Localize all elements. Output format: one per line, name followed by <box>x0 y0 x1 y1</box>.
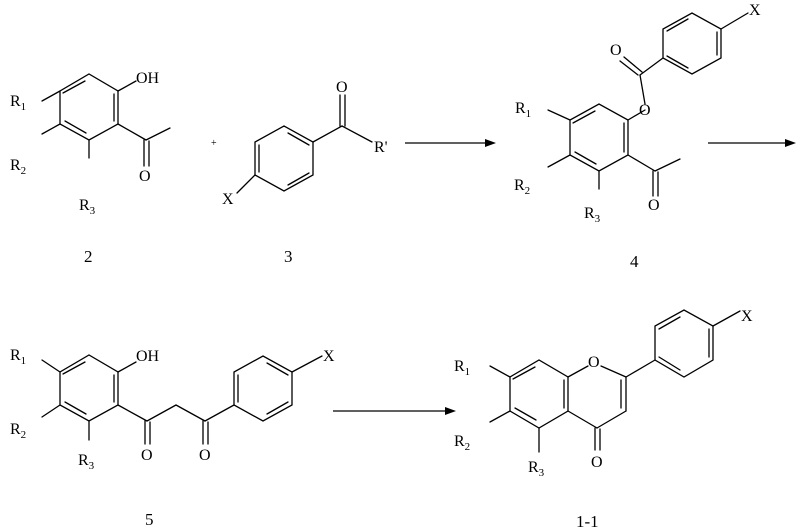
reaction-arrow-2 <box>708 139 796 147</box>
compound-1-1-r2-label: R2 <box>454 433 470 453</box>
compound-1-1-r1-label: R1 <box>454 358 470 378</box>
compound-4-ketone-o-label: O <box>648 197 660 214</box>
compound-5-r2-label: R2 <box>10 421 26 441</box>
compound-1-1: R1 R2 R3 O O X 1-1 <box>454 308 753 531</box>
compound-3-o-label: O <box>336 79 348 96</box>
compound-2-number: 2 <box>84 247 93 266</box>
compound-5-oh-label: OH <box>136 348 160 365</box>
compound-5-structure <box>41 354 323 445</box>
compound-3-number: 3 <box>284 247 293 266</box>
compound-4-ester-o-label: O <box>639 102 651 119</box>
compound-2: R1 R2 R3 OH O 2 <box>10 70 171 266</box>
compound-1-1-x-label: X <box>741 308 753 325</box>
compound-3-x-label: X <box>222 191 234 208</box>
compound-2-r3-label: R3 <box>79 197 96 217</box>
compound-5-r3-label: R3 <box>78 452 95 472</box>
compound-4-r1-label: R1 <box>515 100 531 120</box>
compound-1-1-ring-o-label: O <box>588 354 600 371</box>
compound-1-1-structure <box>489 309 741 453</box>
compound-4-r2-label: R2 <box>514 177 530 197</box>
compound-2-r2-label: R2 <box>10 157 26 177</box>
compound-4-x-label: X <box>749 2 761 19</box>
compound-2-r1-label: R1 <box>10 93 26 113</box>
compound-5-r1-label: R1 <box>10 347 26 367</box>
compound-3-r-prime-label: R' <box>374 139 388 156</box>
compound-2-structure <box>41 73 171 167</box>
compound-5-o2-label: O <box>199 447 211 464</box>
compound-4-carbonyl-o-label: O <box>610 42 622 59</box>
plus-sign: + <box>211 138 217 149</box>
reaction-arrow-3 <box>333 407 456 415</box>
compound-1-1-number: 1-1 <box>576 512 599 531</box>
compound-5-o1-label: O <box>141 447 153 464</box>
compound-4-structure <box>547 12 749 197</box>
compound-4: R1 R2 R3 O O X O 4 <box>514 2 761 271</box>
compound-4-number: 4 <box>630 252 639 271</box>
compound-1-1-ketone-o-label: O <box>591 454 603 471</box>
reaction-arrow-1 <box>405 139 496 147</box>
compound-2-o-label: O <box>139 168 151 185</box>
compound-5-x-label: X <box>323 348 335 365</box>
compound-1-1-r3-label: R3 <box>528 459 545 479</box>
compound-5: R1 R2 R3 OH O O X 5 <box>10 347 335 529</box>
compound-3-structure <box>236 94 373 194</box>
compound-2-oh-label: OH <box>136 70 160 87</box>
compound-4-r3-label: R3 <box>584 205 601 225</box>
compound-3: X O R' 3 <box>222 79 388 266</box>
compound-5-number: 5 <box>145 510 154 529</box>
